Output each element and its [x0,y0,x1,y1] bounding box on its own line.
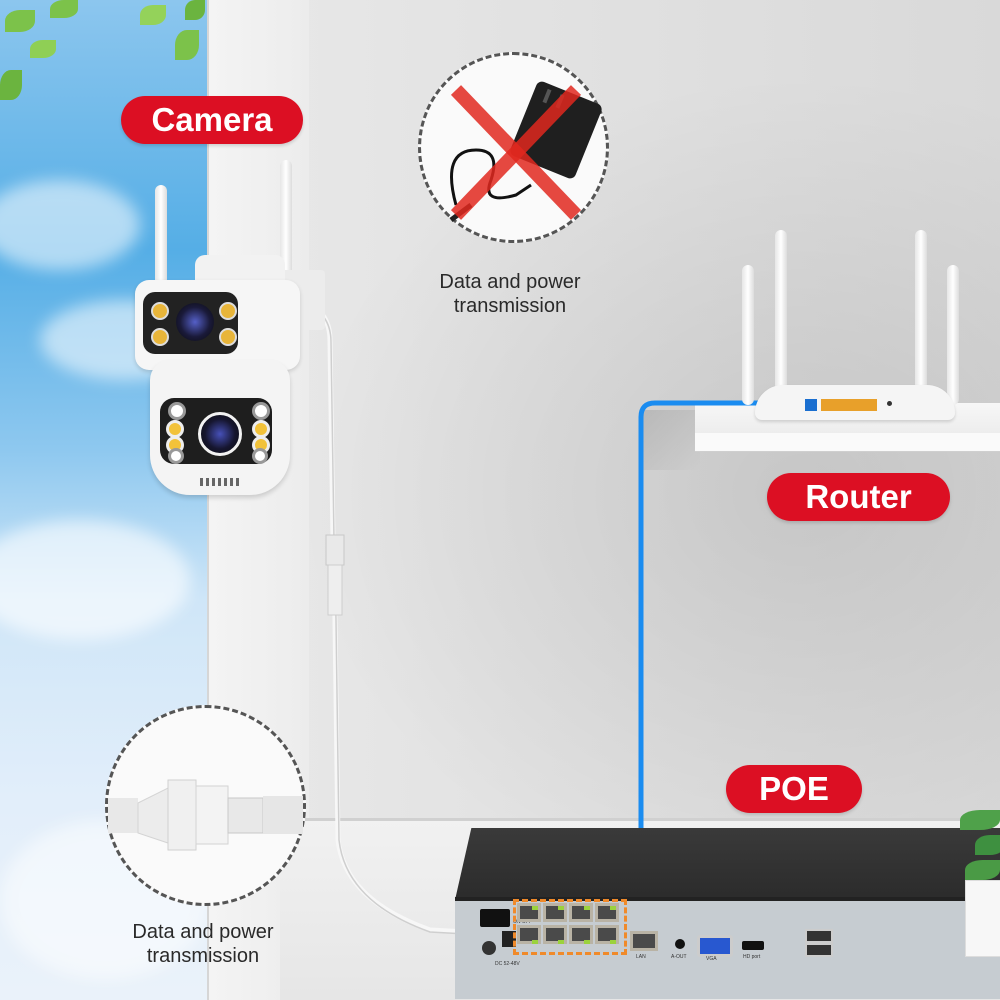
poe-port[interactable] [595,925,619,944]
ir-led [252,402,270,420]
lower-lens-panel [160,398,272,464]
vga-port[interactable] [697,935,733,957]
poe-nvr-rear-panel: ON OFF DC 52-48V LAN A-OUT VGA HD port [455,897,1000,999]
camera-label: Camera [121,96,303,144]
poe-ports-highlight [513,899,627,955]
switch-labels: ON OFF [513,919,532,925]
poe-port[interactable] [569,925,593,944]
power-adapter-callout [418,52,609,243]
poe-port-grid [517,903,621,947]
leaf [185,0,205,20]
poe-port[interactable] [517,925,541,944]
cloud [0,180,140,270]
port-led [558,940,564,944]
upper-lens [176,303,214,341]
port-led [532,940,538,944]
poe-label: POE [726,765,862,813]
shelf-front [695,433,1000,452]
port-led [532,906,538,910]
usb-port[interactable] [805,943,833,957]
bottom-caption: Data and power transmission [103,920,303,968]
port-led [584,906,590,910]
shelf-shadow [640,410,700,470]
speaker-grille [200,478,240,486]
upper-lens-panel [143,292,238,354]
blue-network-cable [638,400,785,890]
port-led [610,940,616,944]
camera-antenna-left [155,185,167,305]
ir-led [168,448,184,464]
hdmi-label: HD port [743,954,761,960]
cloud [0,520,190,640]
hdmi-port[interactable] [742,941,764,950]
poe-port[interactable] [595,903,619,922]
port-led [584,940,590,944]
led-light [219,328,237,346]
ground-terminal [482,941,496,955]
audio-out-label: A-OUT [671,954,687,960]
wifi-router [735,225,965,420]
router-label: Router [767,473,950,521]
power-adapter-crossed-icon [449,81,602,222]
port-led [558,906,564,910]
nvr-top-cover [455,828,1000,900]
rj45-inline-plug [327,564,343,616]
reset-button [887,401,892,406]
ir-led [252,448,268,464]
usb-port[interactable] [805,929,833,943]
lan-ports [821,399,877,411]
plant-pot [965,880,1000,957]
leaf [5,10,35,32]
vga-label: VGA [706,956,717,962]
poe-port[interactable] [543,925,567,944]
lan-port[interactable] [630,931,658,951]
router-antenna [742,265,754,405]
connector-callout [105,705,306,906]
audio-out-jack[interactable] [675,939,685,949]
top-caption-line2: transmission [453,295,567,317]
leaf [50,0,78,18]
camera-upper-housing [135,280,300,370]
top-caption: Data and power transmission [410,270,610,318]
router-antenna [947,265,959,405]
router-body [755,385,955,420]
poe-port[interactable] [569,903,593,922]
ptz-camera [130,160,330,500]
top-caption-line1: Data and power [439,271,581,293]
lower-lens [198,412,242,456]
leaf [0,70,22,100]
led-light [151,302,169,320]
plant-leaf [960,810,1000,830]
leaf [30,40,56,58]
bottom-caption-line2: transmission [146,945,260,967]
bottom-caption-line1: Data and power [132,921,274,943]
wan-port [805,399,817,411]
power-switch[interactable] [480,909,510,927]
ir-led [168,402,186,420]
rj45-inline-connector [325,534,345,566]
rj45-connector-icon [108,779,303,851]
dc-label: DC 52-48V [495,961,520,967]
router-antenna [775,230,787,405]
led-light [151,328,169,346]
poe-port[interactable] [543,903,567,922]
port-led [610,906,616,910]
leaf [175,30,199,60]
lan-label: LAN [636,954,646,960]
plant-leaf [965,860,1000,880]
router-antenna [915,230,927,405]
poe-port[interactable] [517,903,541,922]
plant-leaf [975,835,1000,855]
camera-dome-housing [150,360,290,495]
led-light [219,302,237,320]
dc-power-jack [502,931,516,947]
leaf [140,5,166,25]
